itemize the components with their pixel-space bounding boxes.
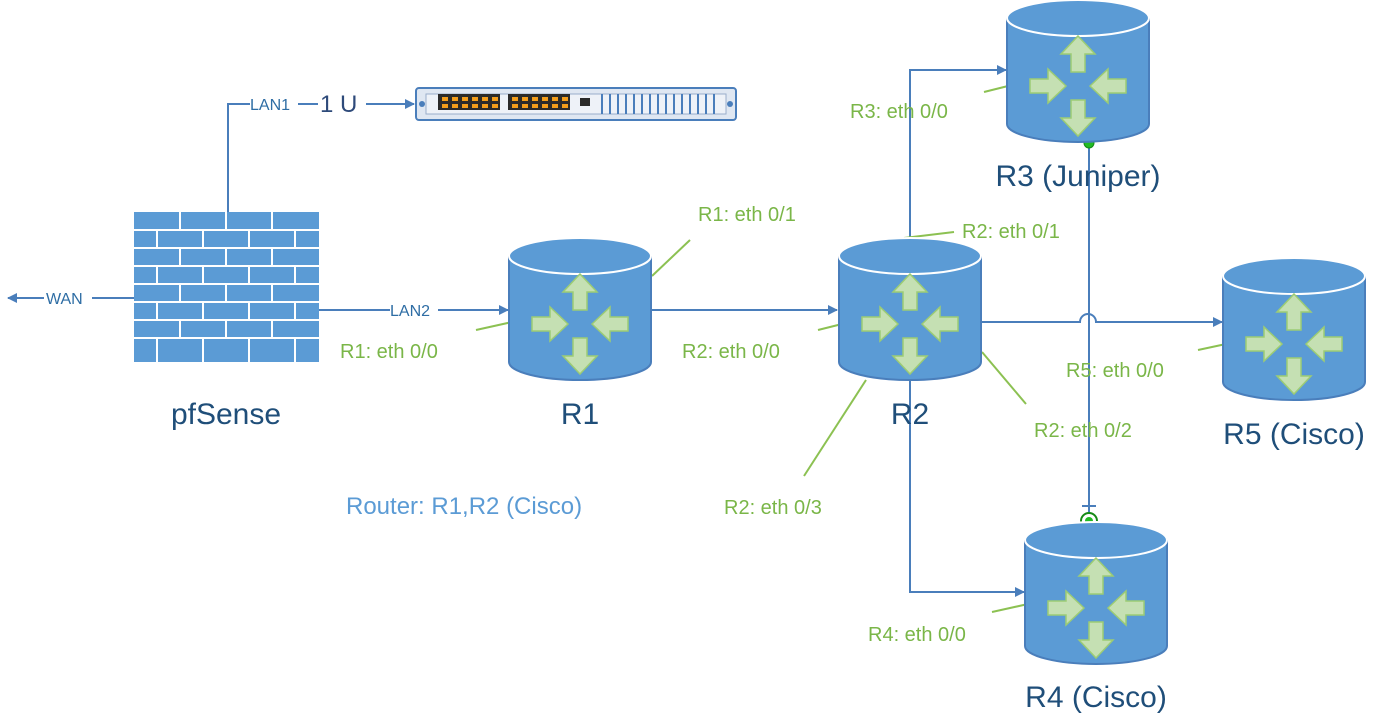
port-label-r1-eth01: R1: eth 0/1 — [698, 204, 796, 226]
port-label-r4-eth00: R4: eth 0/0 — [868, 624, 966, 646]
r2-r4-link — [909, 380, 1025, 597]
router-r4-icon[interactable] — [1024, 521, 1168, 665]
firewall-label: pfSense — [171, 398, 281, 431]
port-label-r3-eth00: R3: eth 0/0 — [850, 101, 948, 123]
port-label-r2-eth00: R2: eth 0/0 — [682, 341, 780, 363]
router-r5-icon[interactable] — [1222, 257, 1366, 401]
r2-r3-link — [909, 65, 1007, 240]
port-label-r2-eth02: R2: eth 0/2 — [1034, 420, 1132, 442]
r4-label: R4 (Cisco) — [1025, 681, 1167, 714]
r2-r5-link — [982, 313, 1223, 327]
router-note: Router: R1,R2 (Cisco) — [346, 493, 582, 520]
r3-label: R3 (Juniper) — [995, 160, 1160, 193]
r2-label: R2 — [891, 398, 929, 431]
port-label-r1-eth00: R1: eth 0/0 — [340, 341, 438, 363]
firewall-icon[interactable] — [134, 212, 319, 362]
port-label-r2-eth03: R2: eth 0/3 — [724, 497, 822, 519]
port-label-r5-eth00: R5: eth 0/0 — [1066, 360, 1164, 382]
lan2-label: LAN2 — [390, 303, 430, 320]
r1-label: R1 — [561, 398, 599, 431]
router-r2-icon[interactable] — [838, 237, 982, 381]
rack-switch-icon[interactable] — [415, 87, 737, 121]
port-label-r2-eth01: R2: eth 0/1 — [962, 221, 1060, 243]
router-r3-icon[interactable] — [1006, 0, 1150, 143]
router-r1-icon[interactable] — [508, 237, 652, 381]
port-leaders — [475, 85, 1227, 613]
lan1-label: LAN1 — [250, 97, 290, 114]
wan-label: WAN — [46, 291, 83, 308]
switch-size-label: 1 U — [320, 91, 357, 118]
r5-label: R5 (Cisco) — [1223, 418, 1365, 451]
lan1-link — [227, 99, 415, 212]
